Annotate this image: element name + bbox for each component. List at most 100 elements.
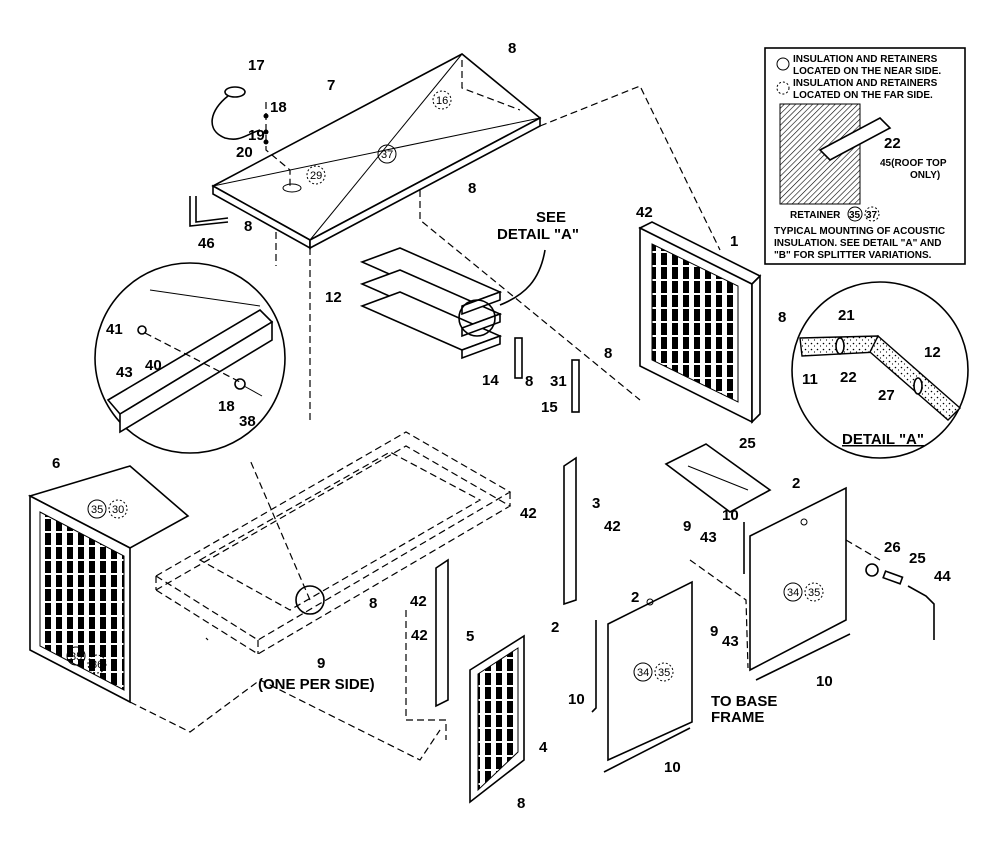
part-number-labels: 17 7 8 18 19 20 8 46 8 42 1 12 8 41 40 4…	[52, 40, 951, 812]
label-11: 11	[802, 371, 818, 388]
circled-35: 35	[658, 667, 670, 679]
legend-text: INSULATION AND RETAINERS LOCATED ON THE …	[774, 54, 947, 261]
label-2: 2	[551, 619, 559, 636]
latch-hardware	[865, 563, 935, 640]
legend-circled-35: 35	[849, 210, 861, 221]
label-8: 8	[517, 795, 525, 812]
circled-35: 35	[91, 504, 103, 516]
louvered-panel-right	[638, 221, 762, 424]
label-31: 31	[550, 373, 567, 390]
label-41: 41	[106, 321, 123, 338]
label-25: 25	[739, 435, 756, 452]
gasket-strip	[189, 196, 229, 227]
roof-fitting	[211, 86, 291, 186]
see-detail-line-1: SEE	[536, 209, 566, 226]
label-42: 42	[520, 505, 537, 522]
label-10: 10	[816, 673, 833, 690]
label-43: 43	[700, 529, 717, 546]
label-17: 17	[248, 57, 265, 74]
label-40: 40	[145, 357, 162, 374]
legend-label-45: 45(ROOF TOP	[880, 158, 947, 169]
label-4: 4	[539, 739, 548, 756]
label-42: 42	[411, 627, 428, 644]
label-22: 22	[840, 369, 857, 386]
detail-a-circle	[791, 281, 969, 459]
label-9: 9	[683, 518, 691, 535]
splitter-assembly	[359, 247, 503, 360]
detail-circle-rail	[94, 262, 286, 454]
access-door-center	[591, 580, 693, 773]
label-19: 19	[248, 127, 265, 144]
label-6: 6	[52, 455, 60, 472]
circled-34: 34	[637, 667, 649, 679]
one-per-side-note: (ONE PER SIDE)	[258, 676, 375, 693]
label-8: 8	[508, 40, 516, 57]
label-21: 21	[838, 307, 855, 324]
label-2: 2	[792, 475, 800, 492]
label-10: 10	[664, 759, 681, 776]
to-base-line-1: TO BASE	[711, 693, 777, 710]
label-44: 44	[934, 568, 951, 585]
base-frame	[154, 431, 512, 655]
label-18: 18	[270, 99, 287, 116]
see-detail-line-2: DETAIL "A"	[497, 226, 579, 243]
legend-retainer: RETAINER	[790, 210, 841, 221]
label-8: 8	[369, 595, 377, 612]
circled-36: 36	[91, 659, 103, 671]
label-27: 27	[878, 387, 895, 404]
label-43: 43	[116, 364, 133, 381]
legend-circled-37: 37	[866, 210, 878, 221]
circled-35: 35	[808, 587, 820, 599]
label-14: 14	[482, 372, 499, 389]
label-8: 8	[468, 180, 476, 197]
legend-label-45-only: ONLY)	[910, 170, 940, 181]
legend-box	[764, 47, 966, 265]
label-10: 10	[568, 691, 585, 708]
splitter-channel-left	[514, 337, 523, 379]
legend-note-2: INSULATION. SEE DETAIL "A" AND	[774, 238, 941, 249]
legend-label-22: 22	[884, 135, 901, 152]
corner-post	[563, 456, 577, 606]
label-3: 3	[592, 495, 600, 512]
to-base-line-2: FRAME	[711, 709, 764, 726]
hardware-kit	[664, 443, 772, 513]
label-38: 38	[239, 413, 256, 430]
legend-far-line-1: INSULATION AND RETAINERS	[793, 78, 938, 89]
label-20: 20	[236, 144, 253, 161]
label-2: 2	[631, 589, 639, 606]
splitter-channel-right	[571, 359, 580, 413]
legend-near-line-1: INSULATION AND RETAINERS	[793, 54, 938, 65]
label-26: 26	[884, 539, 901, 556]
circled-37: 37	[381, 149, 393, 161]
circled-34: 34	[787, 587, 799, 599]
legend-note-3: "B" FOR SPLITTER VARIATIONS.	[774, 250, 932, 261]
label-12: 12	[924, 344, 941, 361]
label-42: 42	[636, 204, 653, 221]
label-10: 10	[722, 507, 739, 524]
center-post	[435, 558, 449, 708]
label-42: 42	[410, 593, 427, 610]
legend-near-line-2: LOCATED ON THE NEAR SIDE.	[793, 66, 941, 77]
label-25: 25	[909, 550, 926, 567]
circled-30: 30	[112, 504, 124, 516]
label-15: 15	[541, 399, 558, 416]
legend-note-1: TYPICAL MOUNTING OF ACOUSTIC	[774, 226, 945, 237]
label-8: 8	[604, 345, 612, 362]
access-door-right	[743, 486, 851, 681]
label-9: 9	[710, 623, 718, 640]
label-7: 7	[327, 77, 335, 94]
label-8: 8	[778, 309, 786, 326]
label-18: 18	[218, 398, 235, 415]
circled-reference-numbers: 16 29 37 35 30 35 36 34 35 34 35	[66, 90, 824, 682]
circled-16: 16	[436, 95, 448, 107]
callout-texts: SEE DETAIL "A" (ONE PER SIDE) TO BASE FR…	[258, 209, 924, 726]
label-46: 46	[198, 235, 215, 252]
circled-29: 29	[310, 170, 322, 182]
label-12: 12	[325, 289, 342, 306]
label-9: 9	[317, 655, 325, 672]
label-5: 5	[466, 628, 474, 645]
louvered-panel-left	[27, 465, 190, 704]
label-8: 8	[244, 218, 252, 235]
circled-35: 35	[70, 651, 82, 663]
